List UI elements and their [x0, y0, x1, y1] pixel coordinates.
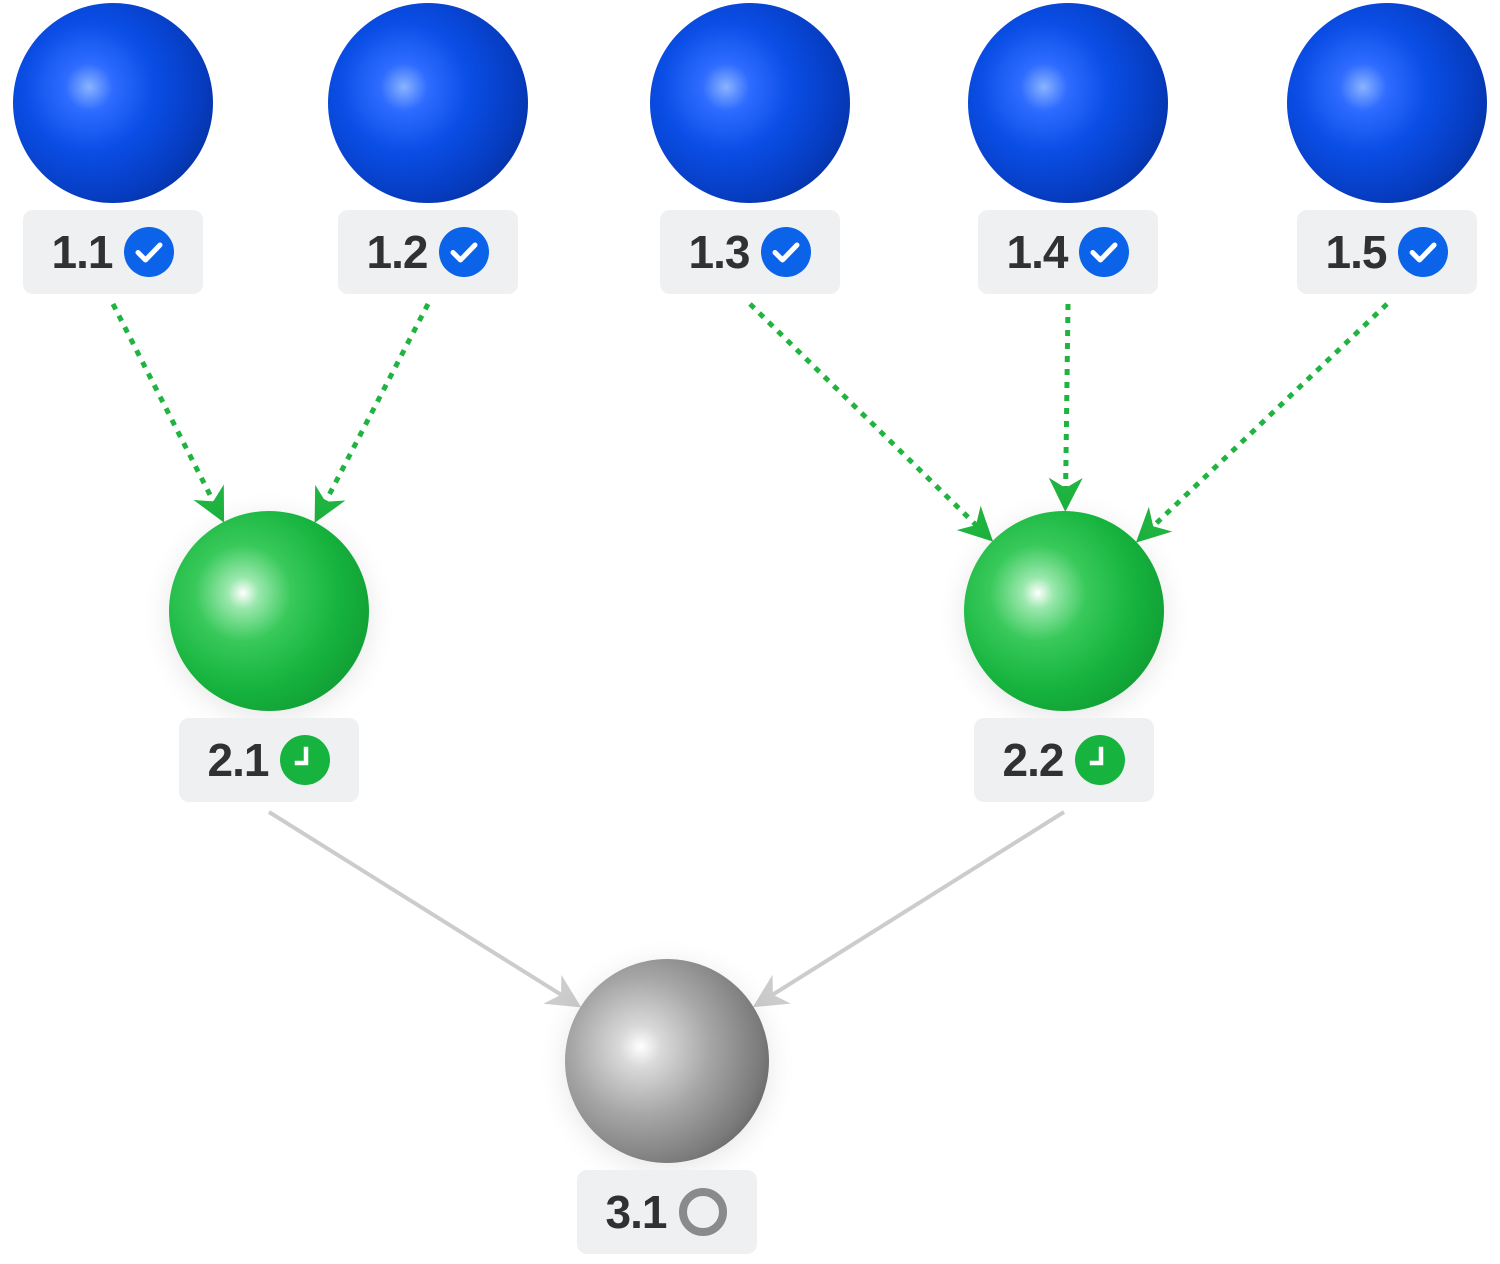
- check-circle-icon: [761, 227, 812, 277]
- check-circle-icon: [439, 227, 490, 277]
- node-label-text: 1.5: [1325, 226, 1388, 278]
- edge-2-1-to-3-1: [267, 810, 582, 1008]
- node-label-text: 3.1: [605, 1186, 668, 1238]
- ring-icon: [678, 1187, 728, 1237]
- edge-1-4-to-2-2: [1048, 303, 1083, 512]
- node-1-4-sphere[interactable]: [968, 3, 1168, 203]
- check-circle-icon: [124, 227, 175, 277]
- clock-icon: [280, 735, 331, 785]
- node-1-1-sphere[interactable]: [13, 3, 213, 203]
- node-label-text: 1.2: [366, 226, 429, 278]
- node-2-1-sphere[interactable]: [169, 511, 369, 711]
- node-3-1-label: 3.1: [577, 1170, 757, 1254]
- edge-1-5-to-2-2: [1135, 302, 1389, 543]
- edge-2-2-to-3-1: [752, 810, 1066, 1008]
- edge-1-3-to-2-2: [748, 302, 994, 542]
- edge-1-1-to-2-1: [110, 302, 225, 523]
- check-circle-icon: [1079, 227, 1130, 277]
- node-1-2-sphere[interactable]: [328, 3, 528, 203]
- node-label-text: 1.3: [688, 226, 751, 278]
- node-1-1-label: 1.1: [23, 210, 203, 294]
- node-1-5-sphere[interactable]: [1287, 3, 1487, 203]
- node-1-2-label: 1.2: [338, 210, 518, 294]
- node-label-text: 2.2: [1002, 734, 1065, 786]
- node-label-text: 1.4: [1006, 226, 1069, 278]
- node-1-3-sphere[interactable]: [650, 3, 850, 203]
- node-2-2-sphere[interactable]: [964, 511, 1164, 711]
- node-2-2-label: 2.2: [974, 718, 1154, 802]
- node-1-4-label: 1.4: [978, 210, 1158, 294]
- node-label-text: 1.1: [51, 226, 114, 278]
- node-1-5-label: 1.5: [1297, 210, 1477, 294]
- clock-icon: [1075, 735, 1126, 785]
- edge-1-2-to-2-1: [314, 302, 431, 523]
- node-label-text: 2.1: [207, 734, 270, 786]
- node-3-1-sphere[interactable]: [565, 959, 769, 1163]
- node-1-3-label: 1.3: [660, 210, 840, 294]
- check-circle-icon: [1398, 227, 1449, 277]
- node-2-1-label: 2.1: [179, 718, 359, 802]
